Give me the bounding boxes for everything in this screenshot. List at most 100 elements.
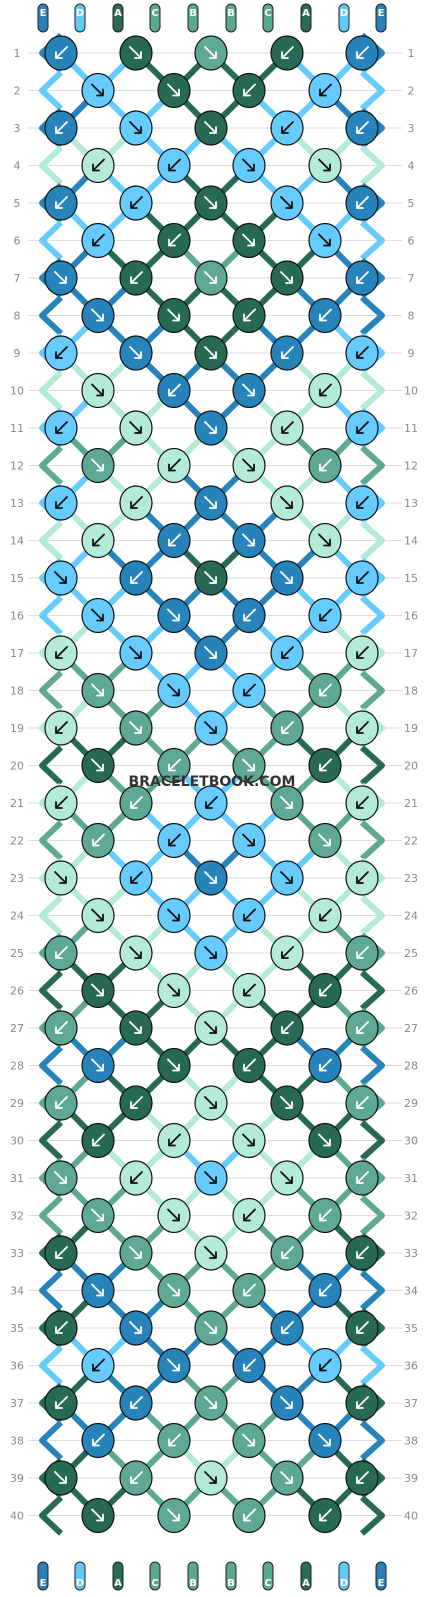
knot [44,410,78,446]
border-left [39,1120,64,1161]
arrow-sw-icon [55,946,68,959]
knot [308,1272,342,1309]
border-right [359,70,385,111]
strand-end-B [187,1561,199,1591]
knot [270,710,304,746]
strand-label-top: A [302,8,310,19]
arrow-sw-icon [281,646,294,659]
row-number-right: 28 [404,1060,418,1073]
knot [81,447,115,484]
arrow-se-icon [54,1471,67,1484]
knot [194,1085,228,1121]
arrow-se-icon [167,1508,180,1522]
arrow-sw-icon [92,1358,105,1372]
arrow-se-icon [91,683,104,697]
row-number-left: 27 [10,1022,24,1035]
arrow-se-icon [204,346,217,359]
arrow-se-icon [242,533,255,547]
knot [194,485,228,521]
arrow-se-icon [280,271,293,284]
border-right [359,1195,385,1236]
arrow-se-icon [129,1246,142,1259]
strand-label-top: B [227,8,235,19]
knot [194,410,228,446]
strand-label-top: C [264,8,271,19]
knot [345,110,379,146]
border-right [359,745,385,786]
arrow-se-icon [91,608,104,622]
arrow-sw-icon [130,571,143,584]
knot [157,1122,191,1159]
knot [157,972,191,1009]
knot [119,1160,153,1196]
arrow-se-icon [91,758,104,772]
knot [308,747,342,784]
arrow-se-icon [242,758,255,772]
arrow-se-icon [204,271,217,284]
arrow-sw-icon [92,533,105,547]
arrow-sw-icon [130,871,143,884]
border-left [39,1270,64,1311]
arrow-se-icon [204,1471,217,1484]
border-left [39,370,64,411]
arrow-se-icon [167,83,180,97]
knot [308,672,342,709]
knot [308,222,342,259]
knot [119,35,153,71]
knot [81,147,115,184]
arrow-se-icon [280,1471,293,1484]
row-number-right: 34 [404,1285,418,1298]
knot [81,897,115,934]
row-number-right: 27 [404,1022,418,1035]
knot [119,710,153,746]
row-number-left: 35 [10,1322,24,1335]
row-number-right: 7 [408,272,415,285]
strand-label-top: E [378,8,385,19]
knot [345,1235,379,1271]
knot [270,1385,304,1421]
strand-label-top: A [114,8,122,19]
row-number-left: 33 [10,1247,24,1260]
knot [157,597,191,634]
arrow-sw-icon [356,1021,369,1034]
arrow-se-icon [204,196,217,209]
knot [157,147,191,184]
arrow-sw-icon [281,346,294,359]
arrow-sw-icon [130,196,143,209]
knot [345,260,379,296]
knot [119,485,153,521]
arrow-sw-icon [243,983,256,997]
arrow-sw-icon [243,1058,256,1072]
knot [194,1385,228,1421]
row-number-left: 29 [10,1097,24,1110]
row-number-right: 20 [404,760,418,773]
row-number-left: 28 [10,1060,24,1073]
border-left [39,220,64,261]
knot [232,972,266,1009]
arrow-se-icon [204,1171,217,1184]
arrow-sw-icon [243,1208,256,1222]
arrow-se-icon [318,233,331,247]
border-left [39,295,64,336]
knot [232,747,266,784]
arrow-se-icon [91,1058,104,1072]
row-number-left: 26 [10,985,24,998]
knot [270,1085,304,1121]
arrow-sw-icon [319,1508,332,1522]
row-number-left: 11 [10,422,24,435]
knot [81,1122,115,1159]
arrow-se-icon [129,121,142,134]
arrow-se-icon [280,196,293,209]
knot [308,447,342,484]
arrow-se-icon [167,1283,180,1297]
knot [157,1422,191,1459]
border-left [39,1045,64,1086]
strand-label-bottom: C [151,1578,158,1589]
knot [119,635,153,671]
arrow-se-icon [129,46,142,59]
knot [232,1497,266,1534]
knot [44,1085,78,1121]
knot [194,860,228,896]
border-left [39,145,64,186]
